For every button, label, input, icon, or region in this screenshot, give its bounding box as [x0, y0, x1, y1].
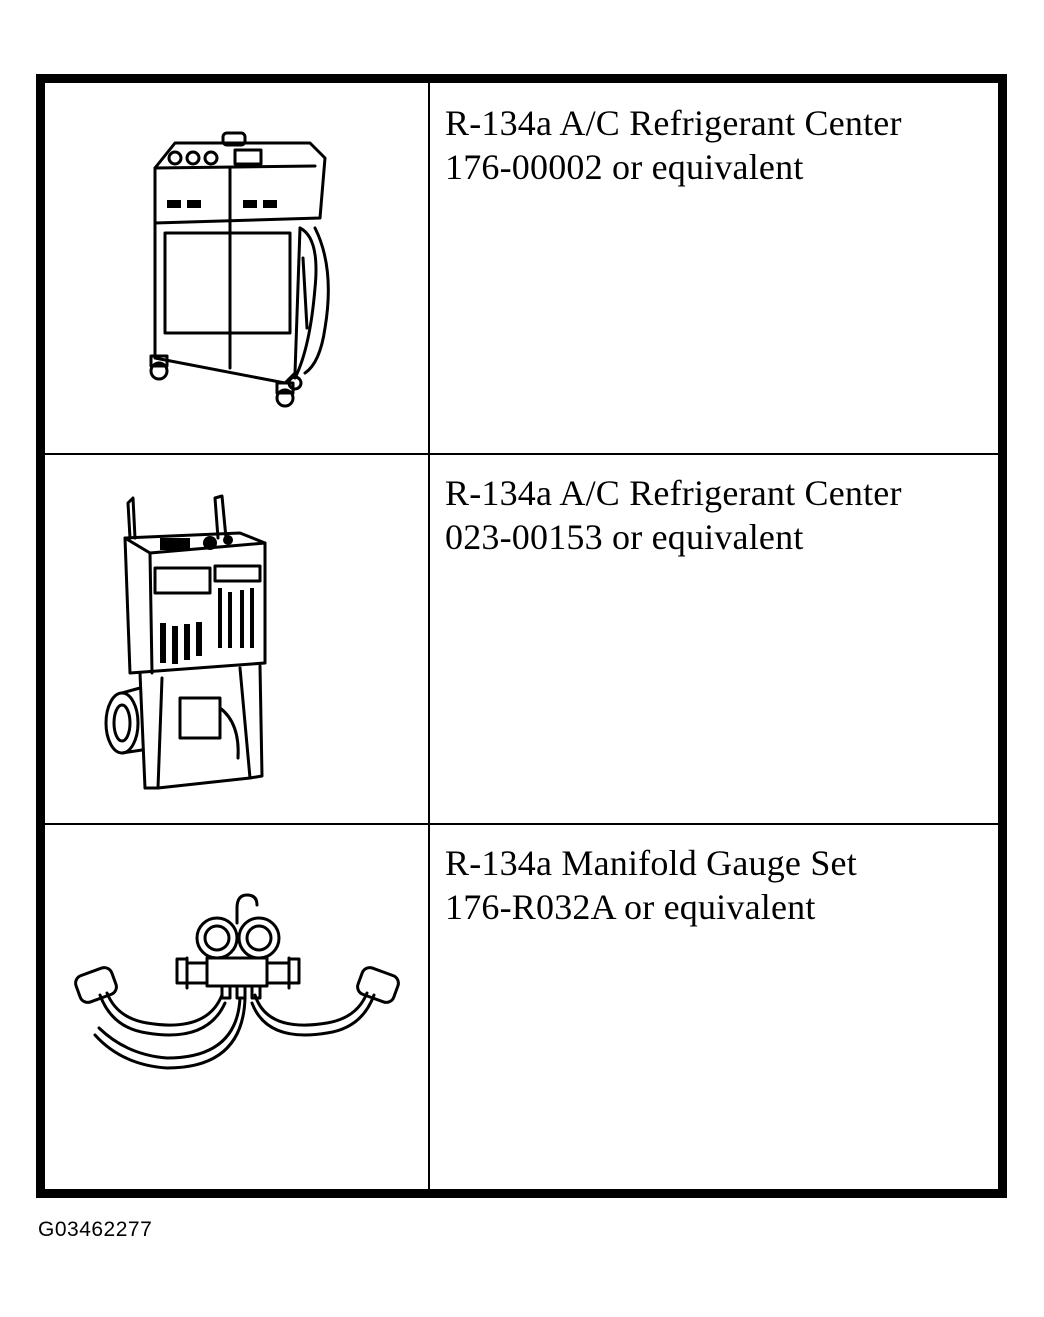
- tool-description: R-134a A/C Refrigerant Center 176-00002 …: [445, 101, 1005, 189]
- row-divider: [45, 823, 998, 825]
- tool-name: R-134a Manifold Gauge Set: [445, 843, 857, 883]
- column-divider: [428, 83, 430, 1189]
- row-divider: [45, 453, 998, 455]
- tool-description: R-134a A/C Refrigerant Center 023-00153 …: [445, 471, 1005, 559]
- tool-description: R-134a Manifold Gauge Set 176-R032A or e…: [445, 841, 1005, 929]
- tool-name: R-134a A/C Refrigerant Center: [445, 103, 902, 143]
- manifold-gauge-set-illustration: [67, 883, 407, 1093]
- tool-table: R-134a A/C Refrigerant Center 176-00002 …: [36, 74, 1007, 1198]
- tool-part-number: 176-00002 or equivalent: [445, 147, 804, 187]
- tool-part-number: 176-R032A or equivalent: [445, 887, 816, 927]
- tool-part-number: 023-00153 or equivalent: [445, 517, 804, 557]
- refrigerant-center-cart-illustration: [100, 488, 330, 808]
- tool-name: R-134a A/C Refrigerant Center: [445, 473, 902, 513]
- refrigerant-center-cabinet-illustration: [135, 128, 335, 418]
- figure-id: G03462277: [38, 1218, 153, 1241]
